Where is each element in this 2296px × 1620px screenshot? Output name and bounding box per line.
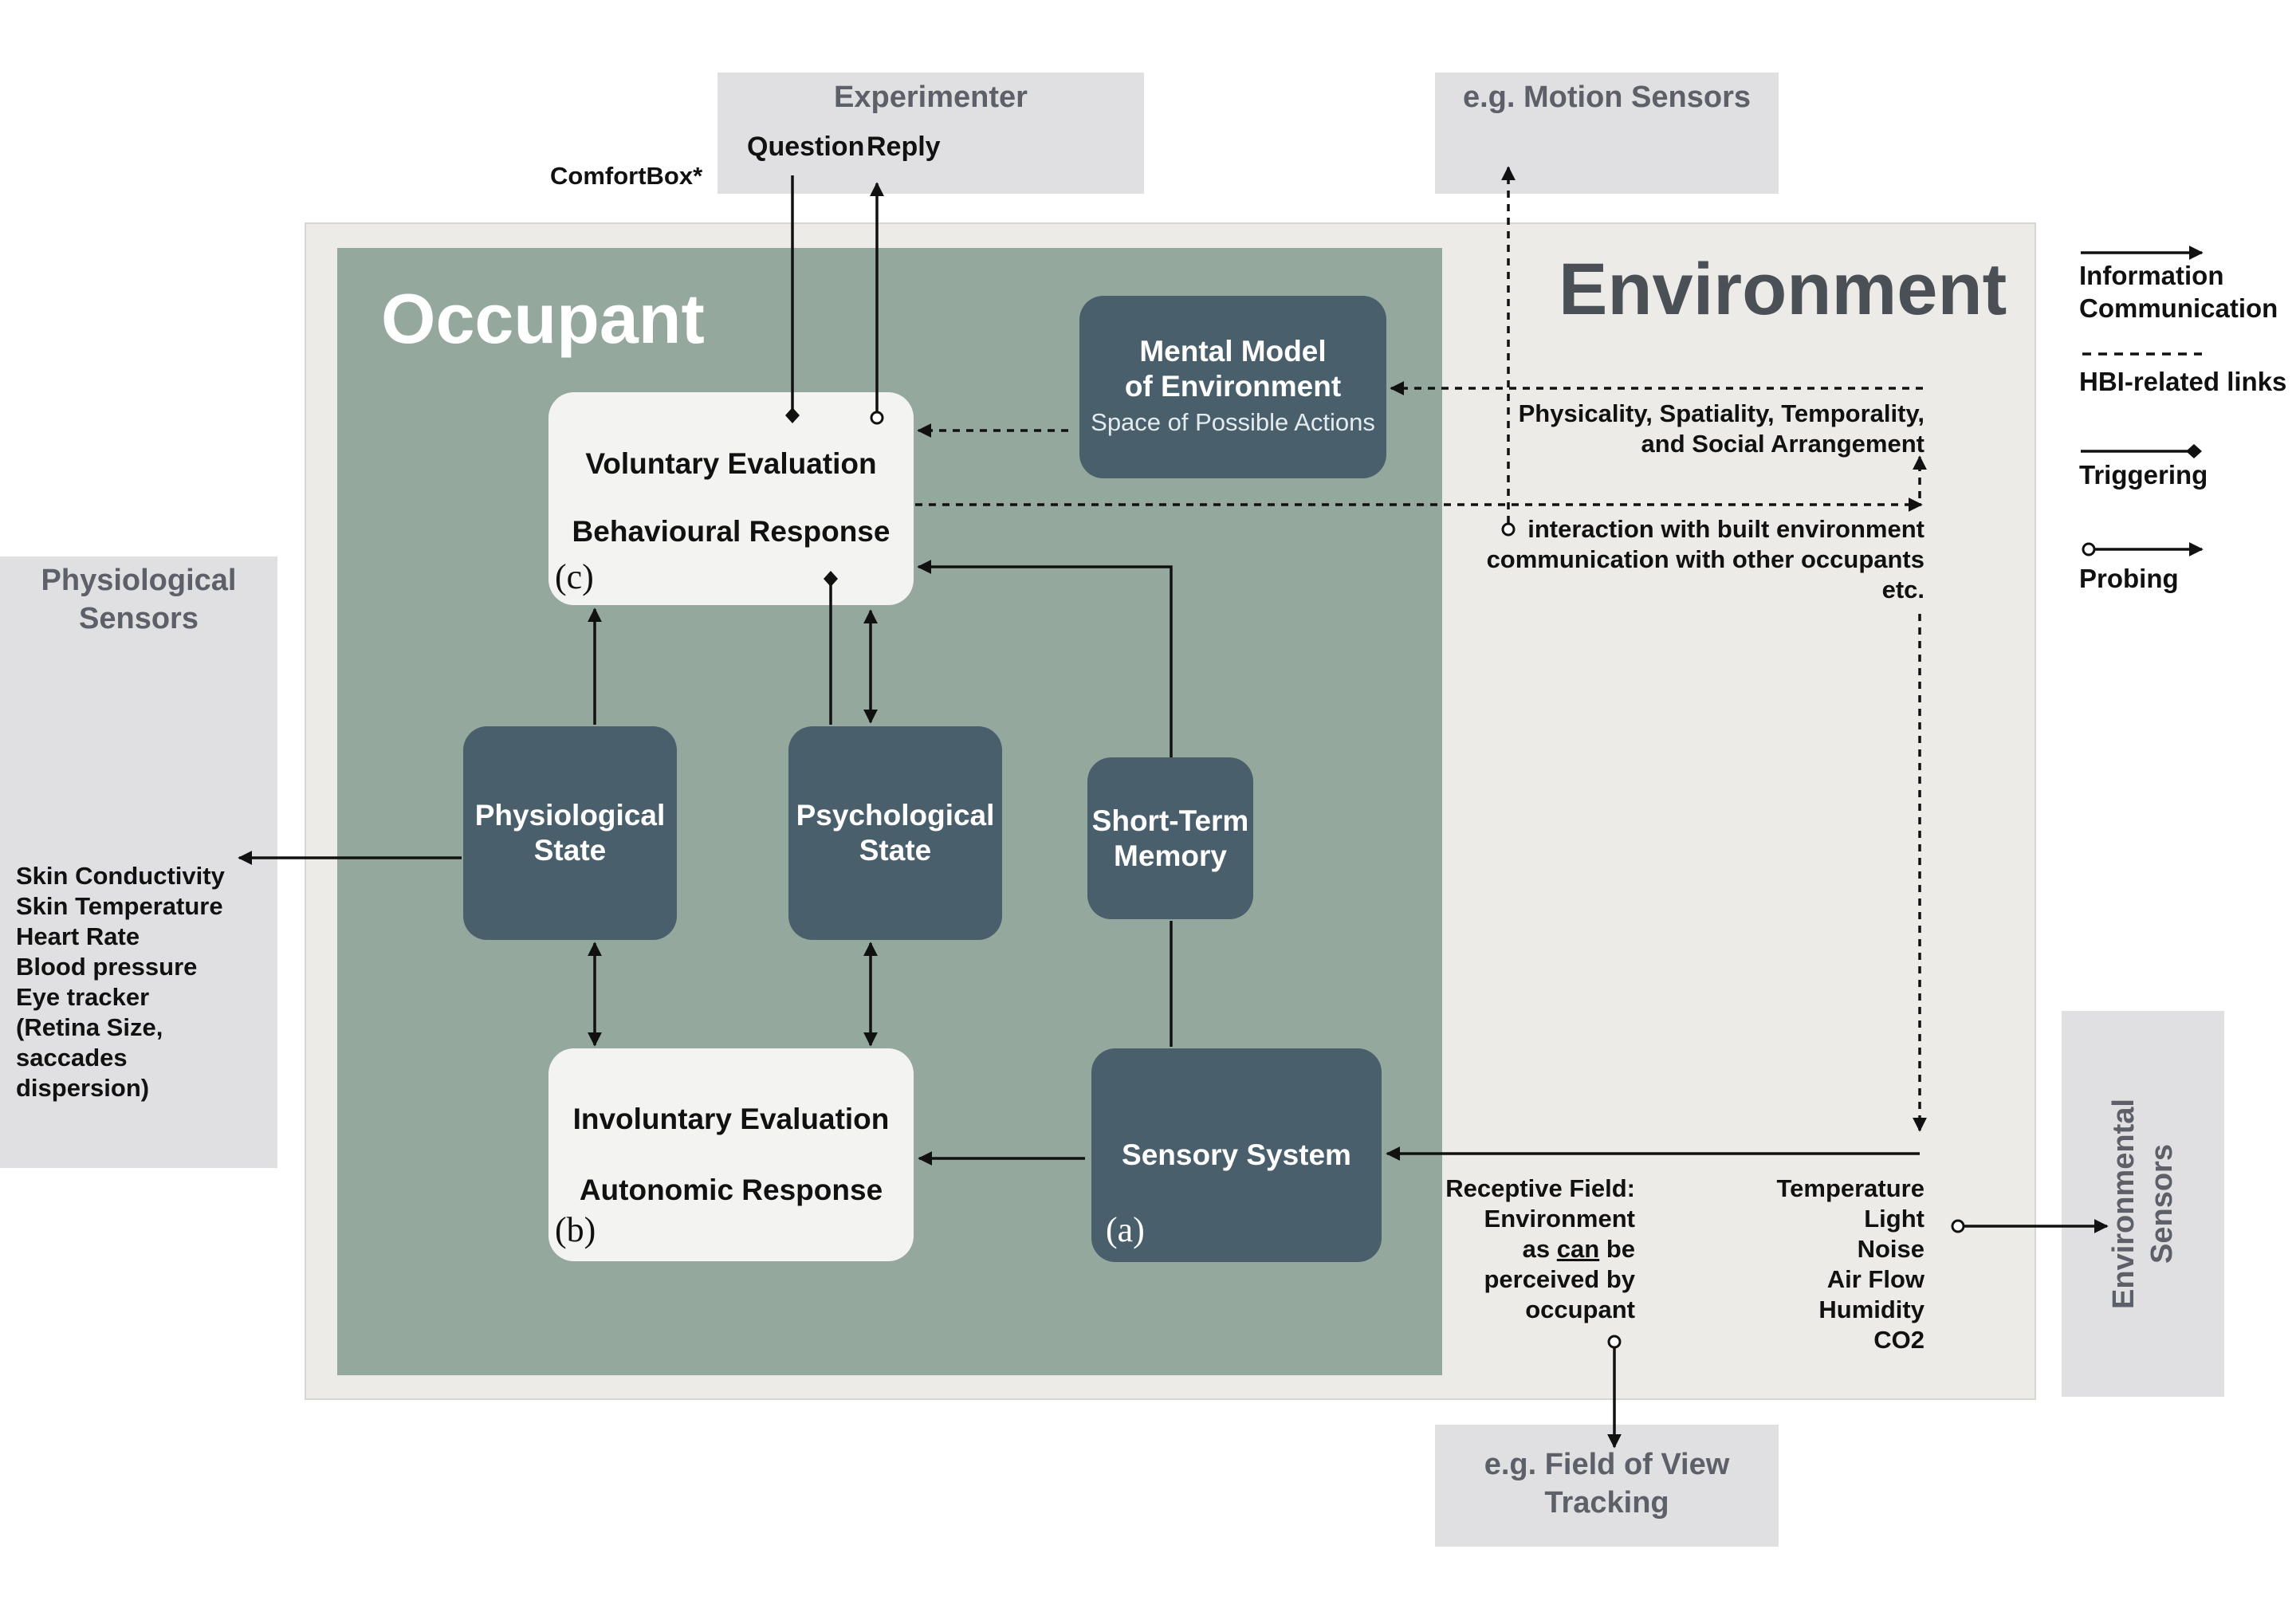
voluntary-tag: (c) (555, 557, 594, 596)
motion-sensors-box: e.g. Motion Sensors (1435, 73, 1779, 194)
interaction-line1: interaction with built environment (1527, 515, 1924, 543)
env-factor-temperature: Temperature (1776, 1174, 1925, 1202)
sensory-system-node: Sensory System (a) (1091, 1048, 1382, 1262)
physiological-sensors-line2: Sensors (79, 602, 199, 635)
psychological-state-line1: Psychological (796, 799, 995, 832)
receptive-field-line1: Receptive Field: (1445, 1174, 1635, 1202)
involuntary-evaluation-node: Involuntary Evaluation Autonomic Respons… (548, 1048, 914, 1261)
reply-probe-circle (870, 411, 884, 425)
short-term-memory-line2: Memory (1114, 839, 1227, 872)
experimenter-title: Experimenter (834, 81, 1028, 114)
voluntary-evaluation-node: Voluntary Evaluation Behavioural Respons… (548, 392, 914, 605)
fov-tracking-title: e.g. Field of View Tracking (1435, 1445, 1779, 1522)
legend-probing: Probing (2079, 564, 2179, 593)
physiological-state-line2: State (533, 834, 607, 867)
measure-retina-size: (Retina Size, (16, 1013, 163, 1041)
motion-sensors-title: e.g. Motion Sensors (1462, 81, 1751, 114)
experimenter-box: Experimenter (718, 73, 1144, 194)
sensory-system-label: Sensory System (1122, 1138, 1351, 1171)
psychological-state-node: Psychological State (788, 726, 1002, 940)
question-label: Question (747, 132, 865, 162)
physicality-line2: and Social Arrangement (1641, 430, 1924, 458)
involuntary-tag: (b) (555, 1210, 596, 1249)
fov-tracking-line2: Tracking (1544, 1486, 1669, 1520)
comfortbox-label: ComfortBox* (550, 162, 703, 190)
measure-heart-rate: Heart Rate (16, 922, 140, 950)
autonomic-response-label: Autonomic Response (579, 1174, 883, 1206)
psychological-state-line2: State (859, 834, 932, 867)
interaction-line2: communication with other occupants (1486, 545, 1924, 573)
env-factor-noise: Noise (1857, 1235, 1924, 1263)
mental-model-line2: of Environment (1124, 369, 1342, 403)
motion-probe-circle (1501, 522, 1516, 537)
fov-tracking-box: e.g. Field of View Tracking (1435, 1425, 1779, 1547)
env-factor-humidity: Humidity (1818, 1296, 1924, 1323)
environmental-sensors-box: Environmental Sensors (2062, 1011, 2224, 1397)
reply-label: Reply (867, 132, 941, 162)
measure-skin-conductivity: Skin Conductivity (16, 862, 225, 890)
env-factor-light: Light (1864, 1205, 1924, 1233)
legend-information: Information Communication (2079, 259, 2278, 324)
receptive-field-line4: perceived by (1484, 1265, 1635, 1293)
physiological-sensors-box: Physiological Sensors (0, 556, 277, 1168)
receptive-field-text: Receptive Field: Environment as can be p… (1403, 1174, 1635, 1325)
env-factors-probe-circle (1951, 1219, 1965, 1233)
legend-hbi: HBI-related links (2079, 367, 2287, 396)
env-factor-co2: CO2 (1873, 1326, 1924, 1354)
voluntary-evaluation-label: Voluntary Evaluation (585, 447, 877, 480)
physiological-state-line1: Physiological (474, 799, 666, 832)
mental-model-subtitle: Space of Possible Actions (1091, 407, 1375, 436)
measure-saccades: saccades (16, 1044, 128, 1071)
interaction-line3: etc. (1881, 576, 1924, 604)
behavioural-response-label: Behavioural Response (572, 515, 890, 548)
occupant-title: Occupant (381, 279, 705, 358)
receptive-field-probe-circle (1607, 1335, 1622, 1349)
environment-title: Environment (1559, 249, 2007, 330)
physiological-state-node: Physiological State (463, 726, 677, 940)
measure-dispersion: dispersion) (16, 1074, 150, 1102)
short-term-memory-line1: Short-Term (1091, 804, 1249, 837)
measure-blood-pressure: Blood pressure (16, 953, 198, 981)
physicality-line1: Physicality, Spatiality, Temporality, (1518, 399, 1924, 427)
legend-triggering: Triggering (2079, 460, 2208, 490)
legend-information-line2: Communication (2079, 293, 2278, 323)
question-trigger-diamond (785, 407, 800, 423)
legend-probing-circle (2082, 542, 2096, 556)
env-factors-list: Temperature Light Noise Air Flow Humidit… (1674, 1174, 1925, 1355)
receptive-field-line2: Environment (1484, 1205, 1635, 1233)
involuntary-evaluation-label: Involuntary Evaluation (572, 1103, 890, 1135)
receptive-field-line3: as can be (1522, 1235, 1635, 1263)
mental-model-line1: Mental Model (1139, 334, 1327, 368)
measure-skin-temperature: Skin Temperature (16, 892, 223, 920)
physio-measures-list: Skin Conductivity Skin Temperature Heart… (16, 861, 271, 1103)
legend-triggering-diamond (2186, 444, 2202, 458)
measure-eye-tracker: Eye tracker (16, 983, 150, 1011)
physiological-sensors-title: Physiological Sensors (0, 561, 277, 638)
stm-to-voluntary-line (917, 560, 1173, 757)
mental-model-node: Mental Model of Environment Space of Pos… (1079, 296, 1386, 478)
can-underlined: can (1556, 1235, 1600, 1263)
env-factor-airflow: Air Flow (1826, 1265, 1924, 1293)
fov-tracking-line1: e.g. Field of View (1484, 1448, 1730, 1481)
sensory-system-tag: (a) (1106, 1210, 1145, 1249)
legend-information-line1: Information (2079, 261, 2224, 290)
psych-trigger-diamond (824, 571, 838, 587)
receptive-field-line5: occupant (1525, 1296, 1635, 1323)
short-term-memory-node: Short-Term Memory (1087, 757, 1253, 919)
physicality-text: Physicality, Spatiality, Temporality, an… (1355, 399, 1924, 459)
physiological-sensors-line1: Physiological (41, 564, 237, 597)
interaction-text: interaction with built environment commu… (1355, 514, 1924, 605)
